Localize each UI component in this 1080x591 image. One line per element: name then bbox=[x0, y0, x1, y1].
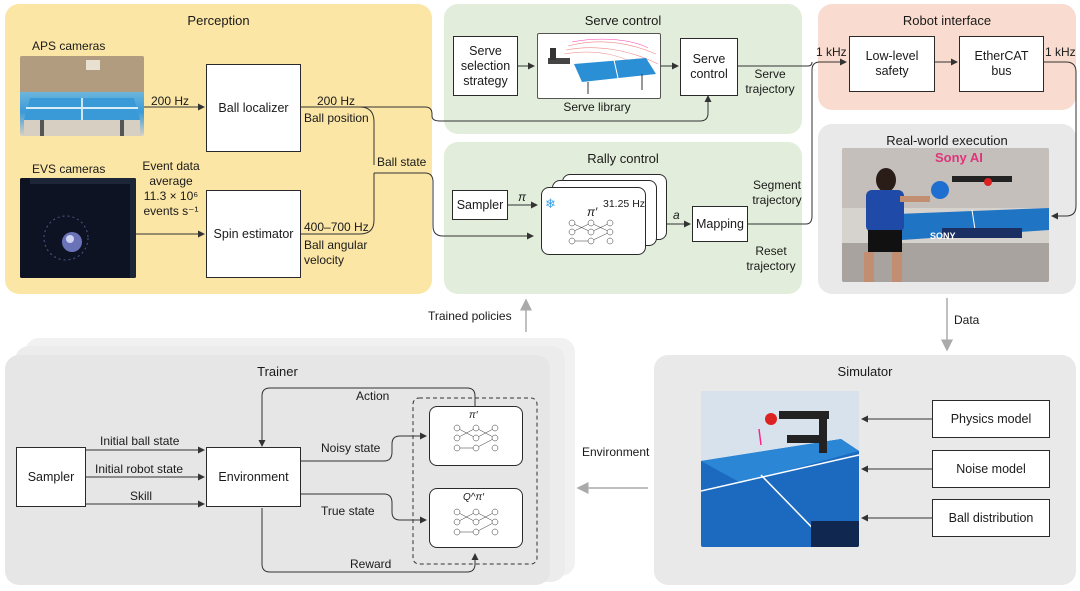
serve-library-image bbox=[537, 33, 661, 99]
true-state-label: True state bbox=[321, 504, 375, 518]
sony-label: SONY bbox=[930, 231, 956, 241]
critic-q-label: Q^π′ bbox=[463, 492, 485, 503]
simulator-render-image bbox=[701, 391, 859, 547]
serve-selection-strategy-box: Serve selection strategy bbox=[453, 36, 518, 96]
low-level-safety-box: Low-level safety bbox=[849, 36, 935, 92]
khz-in-label: 1 kHz bbox=[816, 45, 847, 59]
reset-trajectory-label: Reset trajectory bbox=[746, 244, 796, 273]
ball-distribution-box: Ball distribution bbox=[932, 499, 1050, 537]
hz-200-label: 200 Hz bbox=[151, 94, 190, 108]
pi-label: π bbox=[518, 190, 527, 204]
initial-ball-state-label: Initial ball state bbox=[100, 434, 180, 448]
snowflake-icon: ❄ bbox=[545, 196, 556, 211]
aps-cameras-label: APS cameras bbox=[32, 39, 106, 53]
noisy-state-label: Noisy state bbox=[321, 441, 381, 455]
ethercat-bus-box: EtherCAT bus bbox=[959, 36, 1044, 92]
trainer-title: Trainer bbox=[257, 364, 298, 379]
critic-network-box bbox=[429, 488, 523, 548]
aps-camera-image bbox=[20, 56, 144, 136]
evs-camera-image bbox=[20, 178, 136, 278]
environment-link-label: Environment bbox=[582, 445, 650, 459]
skill-label: Skill bbox=[130, 489, 153, 503]
pi-prime-label: π′ bbox=[587, 205, 598, 219]
initial-robot-state-label: Initial robot state bbox=[95, 462, 184, 476]
frequency-label: 31.25 Hz bbox=[603, 198, 646, 210]
data-label: Data bbox=[954, 313, 980, 327]
real-world-title: Real-world execution bbox=[886, 133, 1008, 148]
hz-400-700-label: 400–700 Hz bbox=[304, 220, 369, 234]
trainer-sampler-box: Sampler bbox=[16, 447, 86, 507]
segment-trajectory-label: Segment trajectory bbox=[752, 178, 802, 207]
policy-network-icon bbox=[568, 219, 614, 245]
environment-box: Environment bbox=[206, 447, 301, 507]
serve-control-title: Serve control bbox=[584, 13, 662, 28]
robot-interface-title: Robot interface bbox=[902, 13, 992, 28]
evs-cameras-label: EVS cameras bbox=[32, 162, 106, 176]
real-world-photo bbox=[842, 148, 1049, 282]
spin-estimator-box: Spin estimator bbox=[206, 190, 301, 278]
mapping-box: Mapping bbox=[692, 206, 748, 242]
action-label: Action bbox=[356, 389, 390, 403]
serve-library-label: Serve library bbox=[563, 100, 631, 114]
trained-policies-label: Trained policies bbox=[428, 309, 512, 323]
ball-state-label: Ball state bbox=[377, 155, 427, 169]
hz-200-b-label: 200 Hz bbox=[317, 94, 356, 108]
actor-network-icon bbox=[453, 424, 499, 452]
khz-out-label: 1 kHz bbox=[1045, 45, 1076, 59]
ball-position-label: Ball position bbox=[304, 111, 369, 125]
actor-pi-prime-label: π′ bbox=[469, 410, 478, 421]
ball-localizer-box: Ball localizer bbox=[206, 64, 301, 152]
sony-ai-label: Sony AI bbox=[935, 150, 983, 165]
noise-model-box: Noise model bbox=[932, 450, 1050, 488]
reward-label: Reward bbox=[350, 557, 392, 571]
event-data-label: Event data average 11.3 × 10⁶ events s⁻¹ bbox=[142, 159, 200, 218]
simulator-title: Simulator bbox=[837, 364, 893, 379]
serve-trajectory-label: Serve trajectory bbox=[745, 67, 795, 96]
critic-network-icon bbox=[453, 508, 499, 536]
rally-control-title: Rally control bbox=[587, 151, 659, 166]
physics-model-box: Physics model bbox=[932, 400, 1050, 438]
action-a-label: a bbox=[673, 208, 680, 222]
serve-control-box: Serve control bbox=[680, 38, 738, 96]
ball-angular-velocity-label: Ball angular velocity bbox=[304, 238, 368, 267]
rally-sampler-box: Sampler bbox=[452, 190, 508, 220]
perception-title: Perception bbox=[187, 13, 250, 28]
